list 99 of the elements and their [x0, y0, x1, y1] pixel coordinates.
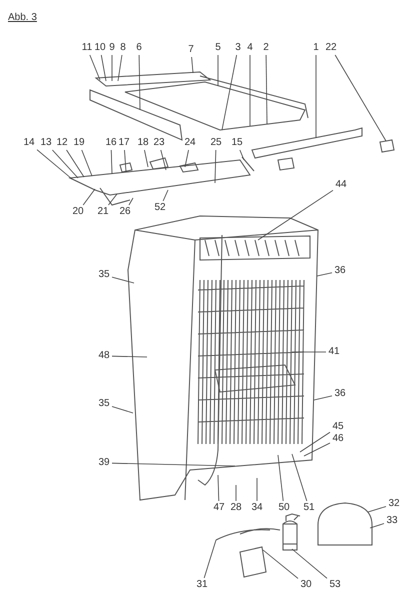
callout-number: 17 [118, 138, 130, 148]
leader-line [110, 150, 112, 174]
power-cord-drawing [216, 528, 280, 540]
callout-number: 50 [278, 503, 290, 513]
callout-number: 8 [120, 43, 126, 53]
callout-number: 14 [23, 138, 35, 148]
leader-line [300, 432, 330, 452]
callout-number: 21 [97, 207, 109, 217]
leader-line [368, 506, 386, 512]
callout-number: 32 [388, 499, 400, 509]
compressor-drawing [318, 502, 372, 546]
callout-number: 1 [313, 43, 319, 53]
callout-number: 23 [153, 138, 165, 148]
leader-line [82, 188, 96, 206]
leader-line [36, 149, 72, 180]
relay-drawing [239, 546, 267, 578]
leader-line [112, 462, 236, 466]
callout-number: 30 [300, 580, 312, 590]
leader-line [258, 190, 334, 240]
leader-line [191, 56, 194, 74]
leader-line [144, 150, 148, 168]
cover-strip-drawing [251, 127, 362, 171]
leader-line [266, 54, 268, 124]
leader-line [256, 478, 258, 502]
callout-number: 53 [329, 580, 341, 590]
callout-number: 2 [263, 43, 269, 53]
capacitor-drawing [282, 514, 300, 550]
callout-number: 19 [73, 138, 85, 148]
leader-line [278, 454, 284, 502]
leader-line [334, 54, 386, 142]
callout-number: 51 [303, 503, 315, 513]
callout-number: 16 [105, 138, 117, 148]
leader-line [118, 54, 122, 82]
leader-line [81, 150, 92, 176]
callout-number: 24 [184, 138, 196, 148]
leader-line [66, 150, 84, 178]
leader-line [184, 150, 189, 168]
callout-number: 15 [231, 138, 243, 148]
leader-line [370, 523, 384, 528]
callout-number: 10 [94, 43, 106, 53]
leader-line [108, 194, 118, 206]
leader-line [128, 198, 134, 206]
leader-line [314, 395, 332, 400]
callout-number: 36 [334, 389, 346, 399]
leader-line [162, 190, 168, 202]
leader-line [239, 150, 244, 160]
callout-number: 20 [72, 207, 84, 217]
leader-line [204, 540, 216, 578]
callout-number: 48 [98, 351, 110, 361]
callout-number: 13 [40, 138, 52, 148]
leader-line [112, 356, 148, 358]
callout-number: 41 [328, 347, 340, 357]
callout-number: 9 [109, 43, 115, 53]
callout-number: 6 [136, 43, 142, 53]
callout-number: 22 [325, 43, 337, 53]
callout-number: 35 [98, 270, 110, 280]
spacer-block-drawing [379, 139, 395, 153]
callout-number: 36 [334, 266, 346, 276]
leader-line [112, 406, 134, 414]
leader-line [112, 276, 134, 284]
leader-line [138, 54, 140, 110]
leader-line [214, 150, 216, 184]
leader-line [218, 474, 220, 502]
callout-number: 45 [332, 422, 344, 432]
callout-number: 44 [335, 180, 347, 190]
callout-number: 52 [154, 203, 166, 213]
leader-line [222, 54, 238, 130]
figure-title: Abb. 3 [8, 12, 37, 23]
callout-number: 26 [119, 207, 131, 217]
callout-number: 33 [386, 516, 398, 526]
callout-number: 31 [196, 580, 208, 590]
callout-number: 12 [56, 138, 68, 148]
leader-line [160, 150, 166, 170]
leader-line [89, 54, 100, 80]
callout-number: 7 [188, 45, 194, 55]
callout-number: 28 [230, 503, 242, 513]
leader-line [292, 548, 328, 579]
leader-line [262, 550, 298, 579]
callout-number: 18 [137, 138, 149, 148]
callout-number: 11 [82, 43, 92, 53]
cabinet-drawing [128, 216, 318, 500]
callout-number: 5 [215, 43, 221, 53]
callout-number: 4 [247, 43, 253, 53]
evaporator-grid-drawing [200, 236, 310, 260]
leader-line [316, 272, 332, 276]
callout-number: 3 [235, 43, 241, 53]
leader-line [124, 150, 126, 172]
callout-number: 39 [98, 458, 110, 468]
callout-number: 25 [210, 138, 222, 148]
leader-line [100, 54, 106, 82]
leader-line [292, 454, 308, 502]
condenser-coil-drawing [198, 280, 304, 444]
callout-number: 46 [332, 434, 344, 444]
leader-line [52, 150, 78, 178]
callout-number: 47 [213, 503, 225, 513]
callout-number: 35 [98, 399, 110, 409]
leader-line [304, 442, 330, 456]
sensor-rod-drawing [242, 156, 254, 172]
callout-number: 34 [251, 503, 263, 513]
